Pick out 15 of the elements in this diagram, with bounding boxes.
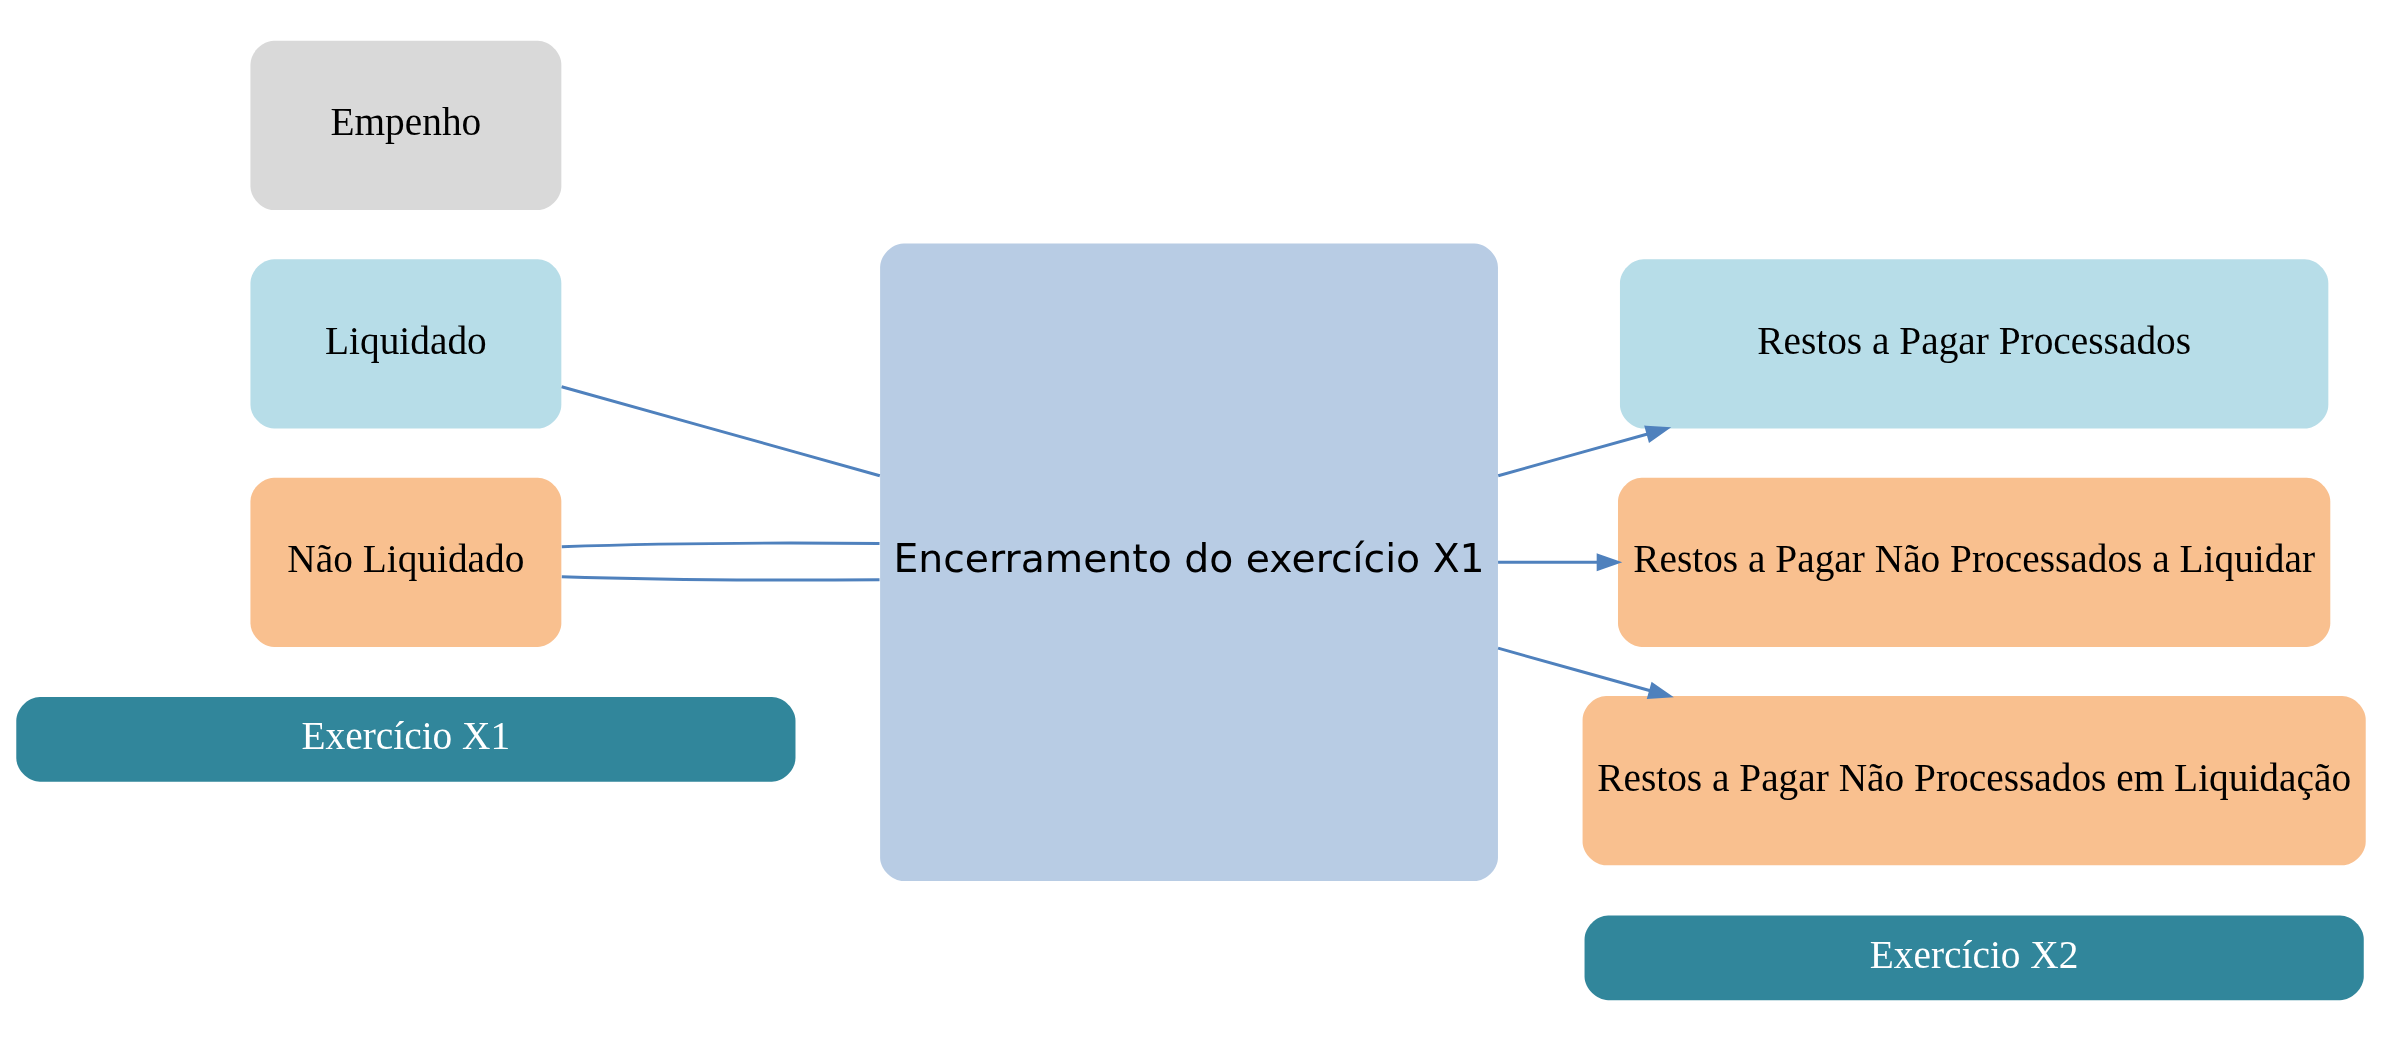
node-box: Liquidado <box>250 259 562 429</box>
node-box: Exercício X1 <box>16 697 796 782</box>
arrow <box>1497 646 1674 700</box>
node-box: Encerramento do exercício X1 <box>880 243 1498 882</box>
node-box: Restos a Pagar Processados <box>1619 259 2329 429</box>
arrow <box>1497 425 1672 478</box>
node-box: Restos a Pagar Não Processados em Liquidação <box>1582 696 2366 866</box>
arrow <box>1498 553 1623 572</box>
node-box: Restos a Pagar Não Processados a Liquidar <box>1618 477 2331 647</box>
node-box: Exercício X2 <box>1584 915 2364 1001</box>
node-box: Empenho <box>250 40 562 211</box>
node-box: Não Liquidado <box>250 477 562 647</box>
connector <box>561 575 880 582</box>
connector <box>561 541 880 549</box>
connector <box>561 385 881 478</box>
